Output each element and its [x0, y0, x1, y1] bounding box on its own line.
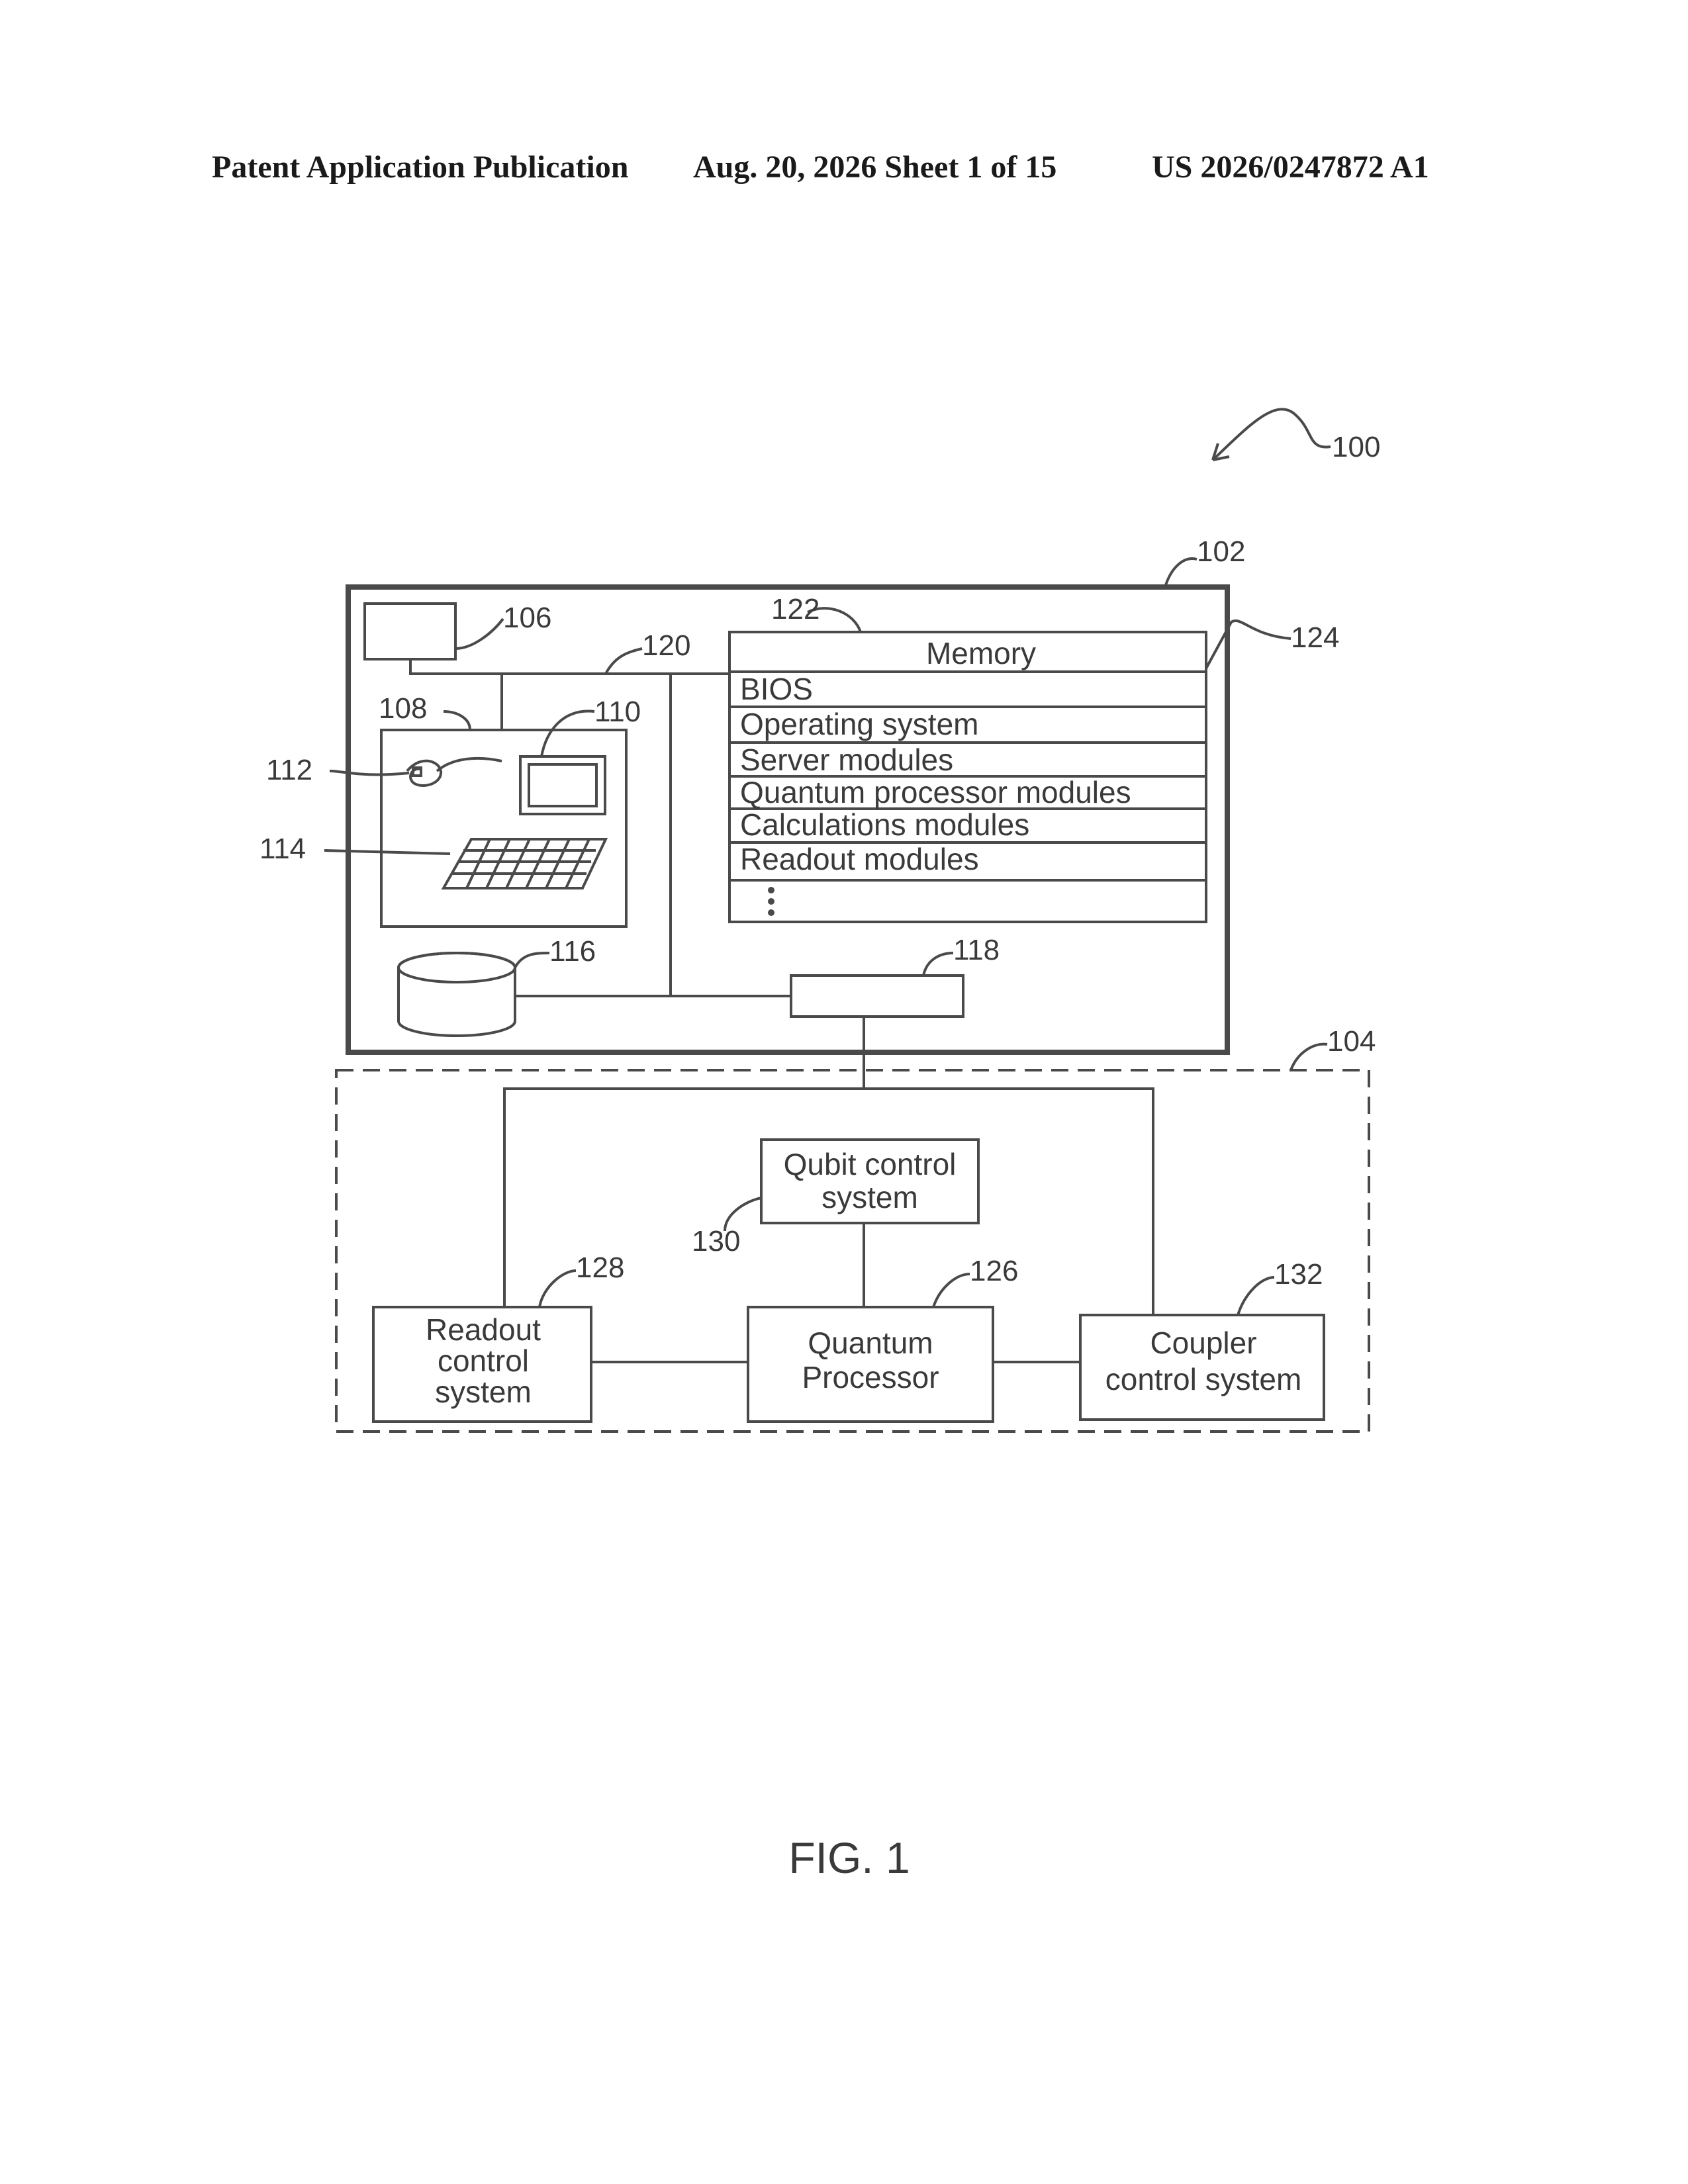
- ref-100-pointer: [1213, 409, 1331, 460]
- ref-118-leader: [923, 953, 953, 976]
- memory-title: Memory: [926, 636, 1036, 670]
- ref-120-leader: [606, 649, 642, 674]
- ref-124: 124: [1291, 621, 1339, 654]
- ref-102: 102: [1197, 535, 1245, 568]
- storage-cylinder: [399, 953, 515, 1036]
- memory-row-server-modules: Server modules: [740, 743, 953, 777]
- memory-ellipsis: [768, 887, 774, 916]
- ref-132: 132: [1274, 1258, 1323, 1291]
- ref-116: 116: [549, 935, 596, 968]
- ref-128-leader: [539, 1271, 576, 1307]
- ref-100: 100: [1332, 431, 1380, 463]
- ref-124-leader: [1206, 621, 1291, 668]
- ref-126-leader: [933, 1274, 970, 1307]
- ref-102-leader: [1165, 559, 1197, 587]
- readout-control-label-line2: control: [438, 1343, 529, 1378]
- keyboard-device: [444, 839, 606, 888]
- header-publication-label: Patent Application Publication: [212, 150, 628, 185]
- network-interface-118: [791, 976, 963, 1017]
- ref-130: 130: [692, 1225, 740, 1257]
- display-monitor: [520, 756, 605, 814]
- processor-unit-106: [365, 604, 455, 659]
- ref-132-leader: [1238, 1277, 1274, 1315]
- quantum-processor-label-line2: Processor: [802, 1360, 939, 1394]
- ref-112: 112: [266, 754, 312, 786]
- qubit-control-label-line1: Qubit control: [784, 1147, 957, 1181]
- ref-126: 126: [970, 1255, 1018, 1287]
- ref-104: 104: [1327, 1025, 1376, 1058]
- ref-114: 114: [259, 833, 306, 865]
- qubit-control-label-line2: system: [821, 1180, 918, 1214]
- ref-106: 106: [503, 602, 551, 634]
- memory-row-calculations-modules: Calculations modules: [740, 807, 1029, 842]
- ref-106-leader: [455, 619, 503, 649]
- memory-row-operating-system: Operating system: [740, 707, 978, 741]
- coupler-control-label-line1: Coupler: [1150, 1326, 1256, 1360]
- ref-104-leader: [1291, 1044, 1327, 1070]
- coupler-control-label-line2: control system: [1105, 1362, 1302, 1396]
- figure-caption: FIG. 1: [788, 1833, 910, 1882]
- memory-row-readout-modules: Readout modules: [740, 842, 979, 876]
- ref-108: 108: [379, 692, 427, 725]
- header-date-sheet: Aug. 20, 2026 Sheet 1 of 15: [693, 150, 1056, 185]
- ref-108-leader: [444, 711, 470, 730]
- ref-118: 118: [953, 934, 1000, 966]
- memory-row-quantum-processor-modules: Quantum processor modules: [740, 775, 1131, 809]
- readout-control-label-line1: Readout: [426, 1312, 541, 1347]
- ref-116-leader: [515, 953, 549, 968]
- ref-122: 122: [771, 593, 820, 625]
- ref-110: 110: [594, 696, 641, 728]
- memory-row-bios: BIOS: [740, 672, 813, 706]
- readout-control-label-line3: system: [435, 1375, 532, 1409]
- ref-128: 128: [576, 1251, 624, 1284]
- header-patent-number: US 2026/0247872 A1: [1152, 150, 1429, 185]
- ref-120: 120: [642, 629, 690, 662]
- quantum-processor-label-line1: Quantum: [808, 1326, 933, 1360]
